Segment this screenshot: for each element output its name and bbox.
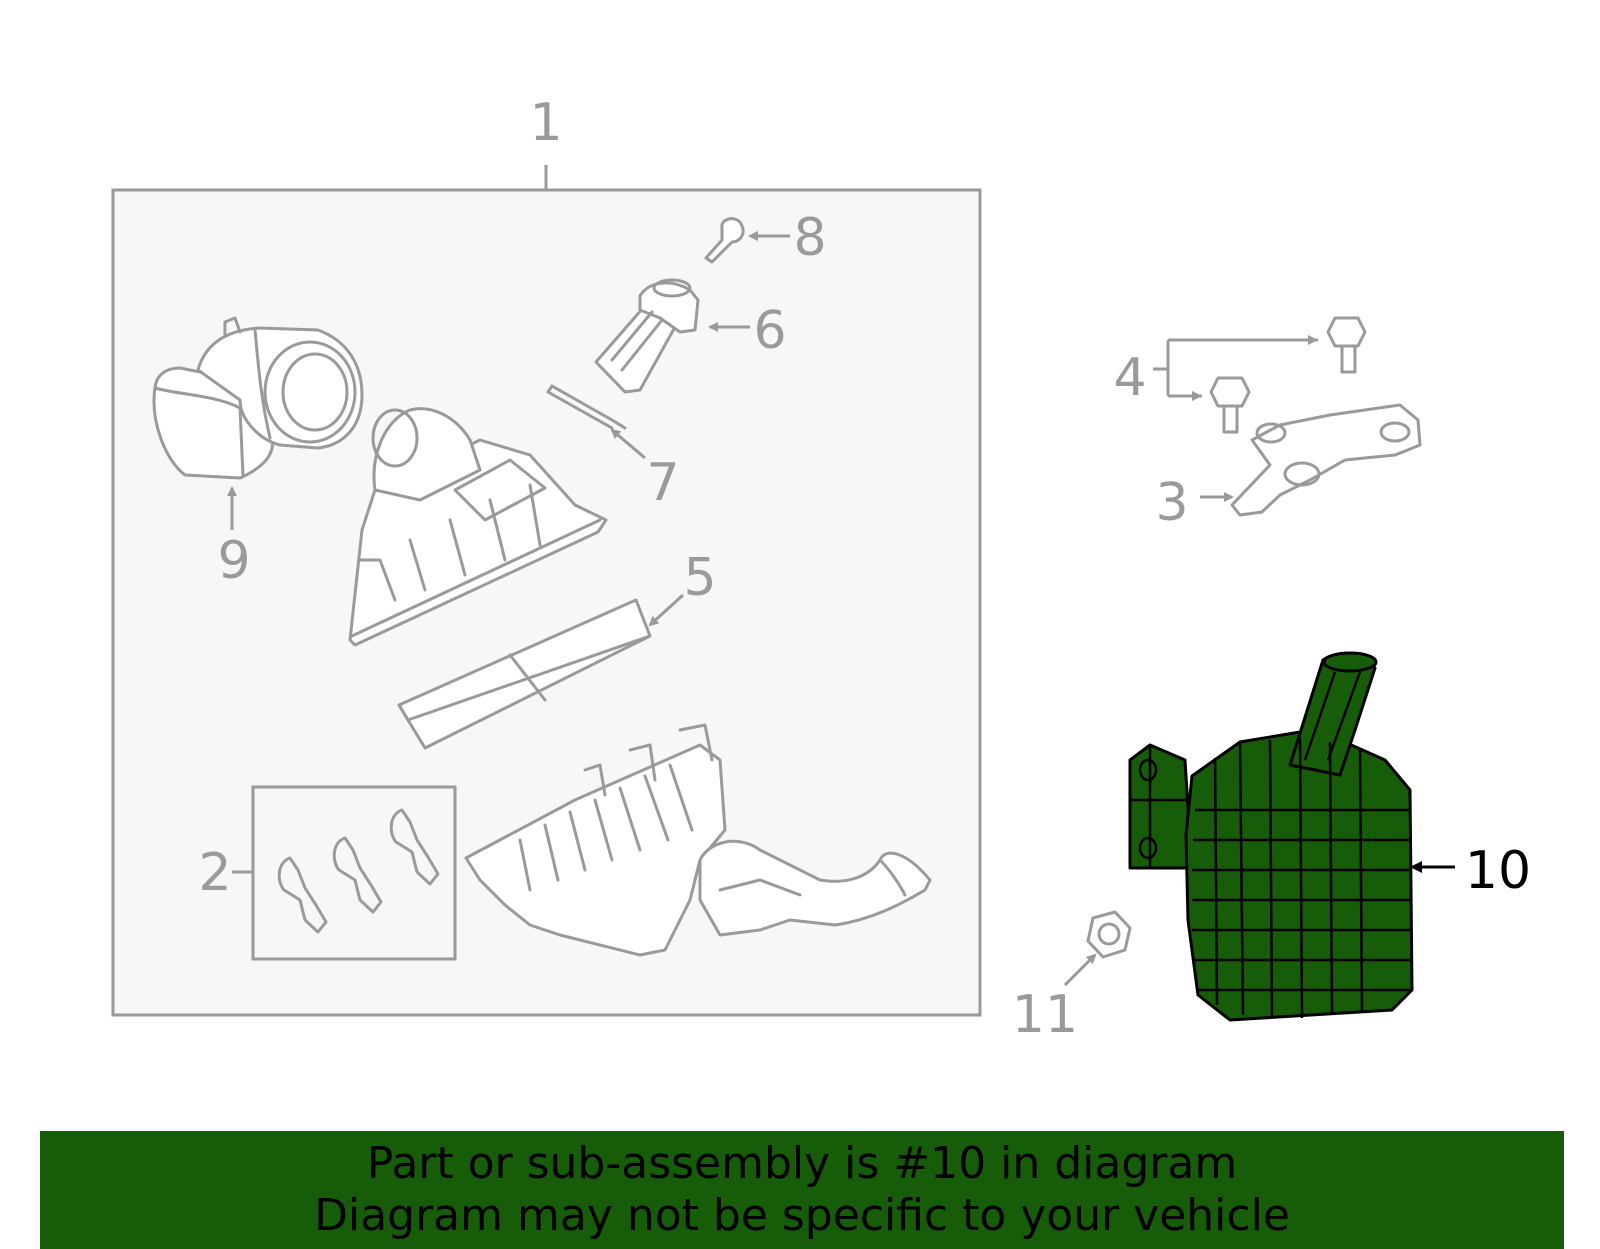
air-cleaner-cover xyxy=(348,407,608,647)
callout-1: 1 xyxy=(529,93,562,153)
part-8-screw xyxy=(704,217,745,264)
callout-5: 5 xyxy=(683,548,716,608)
part-3-bracket xyxy=(1230,403,1422,517)
callout-9: 9 xyxy=(217,531,250,591)
callout-4: 4 xyxy=(1113,348,1146,408)
part-11-nut xyxy=(1086,910,1132,959)
info-banner: Part or sub-assembly is #10 in diagram D… xyxy=(40,1131,1564,1249)
air-cleaner-lower-housing xyxy=(464,723,932,957)
part-4-bolts xyxy=(1153,316,1367,434)
banner-line-1: Part or sub-assembly is #10 in diagram xyxy=(366,1138,1238,1189)
callout-8: 8 xyxy=(793,208,826,268)
part-6-sensor xyxy=(594,278,700,394)
banner-line-2: Diagram may not be specific to your vehi… xyxy=(314,1190,1290,1241)
part-9-intake-duct xyxy=(152,316,364,480)
part-5-filter xyxy=(397,598,652,750)
part-10-resonator-highlighted[interactable] xyxy=(1128,651,1414,1022)
callout-10: 10 xyxy=(1465,841,1531,901)
callout-6: 6 xyxy=(753,301,786,361)
part-7-gasket xyxy=(546,384,627,430)
callout-11: 11 xyxy=(1012,985,1078,1045)
callout-3: 3 xyxy=(1155,473,1188,533)
callout-7: 7 xyxy=(646,453,679,513)
callout-2: 2 xyxy=(198,843,231,903)
